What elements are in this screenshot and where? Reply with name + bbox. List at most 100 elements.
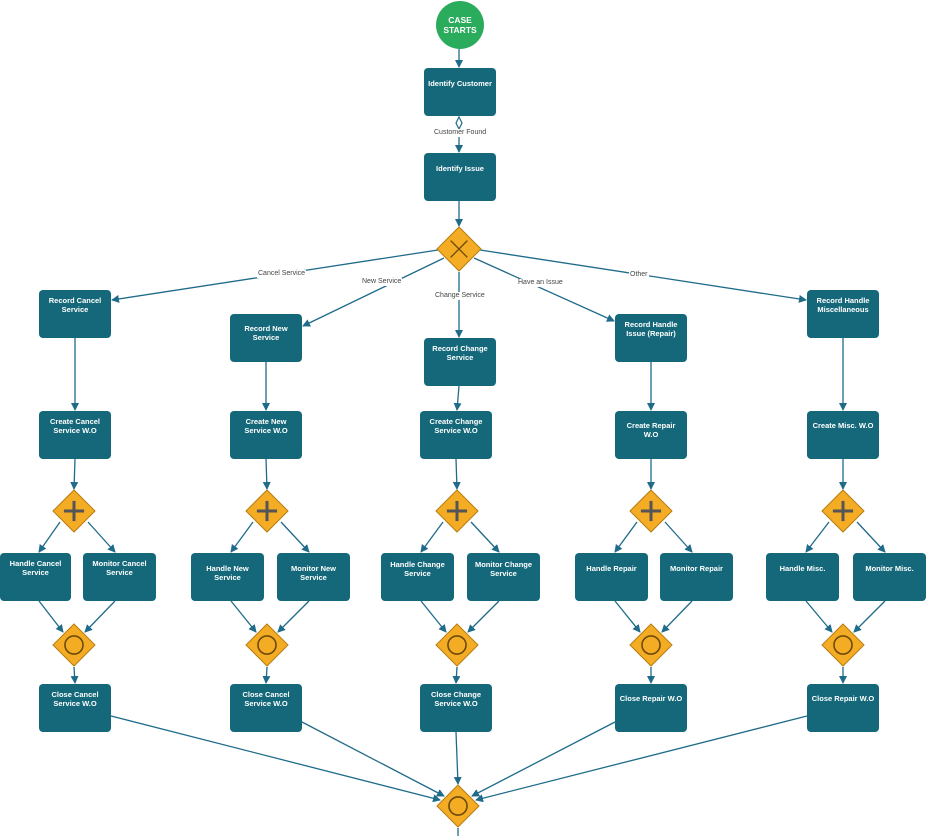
task-create-cancel-service-wo[interactable]: Create Cancel Service W.O (39, 411, 111, 459)
inclusive-join-misc[interactable] (821, 623, 865, 667)
edge-close-misc-to-final[interactable] (475, 715, 808, 803)
edge-handle-to-join-change[interactable] (420, 600, 447, 633)
task-label: Monitor Cancel Service (92, 559, 147, 577)
edge-monitor-to-join-repair[interactable] (661, 600, 693, 633)
task-close-misc-wo[interactable]: Close Repair W.O (807, 684, 879, 732)
edge-fork-to-monitor-misc[interactable] (856, 521, 886, 553)
task-label: Create Change Service W.O (429, 417, 483, 435)
task-label: Identify Issue (436, 164, 484, 173)
task-close-repair-wo[interactable]: Close Repair W.O (615, 684, 687, 732)
circle-gateway-icon (257, 635, 277, 655)
parallel-fork-new[interactable] (245, 489, 289, 533)
task-close-change-service-wo[interactable]: Close Change Service W.O (420, 684, 492, 732)
inclusive-join-cancel[interactable] (52, 623, 96, 667)
case-start-event[interactable]: CASE STARTS (436, 1, 484, 49)
task-record-handle-misc[interactable]: Record Handle Miscellaneous (807, 290, 879, 338)
edge-join-to-close-cancel[interactable] (70, 666, 79, 684)
edge-fork-to-handle-misc[interactable] (805, 521, 830, 553)
task-label: Handle Misc. (779, 564, 826, 573)
edge-fork-to-monitor-repair[interactable] (664, 521, 693, 553)
plus-gateway-icon (63, 500, 85, 522)
task-identify-customer[interactable]: Identify Customer (424, 68, 496, 116)
inclusive-join-final[interactable] (436, 784, 480, 828)
task-handle-cancel-service[interactable]: Handle Cancel Service (0, 553, 71, 601)
edge-monitor-to-join-change[interactable] (467, 600, 500, 633)
plus-gateway-icon (446, 500, 468, 522)
task-monitor-cancel-service[interactable]: Monitor Cancel Service (83, 553, 156, 601)
edge-join-to-close-new[interactable] (262, 666, 271, 684)
task-handle-misc[interactable]: Handle Misc. (766, 553, 839, 601)
plus-gateway-icon (256, 500, 278, 522)
edge-fork-to-handle-new[interactable] (230, 521, 254, 553)
task-label: Record Handle Issue (Repair) (624, 320, 678, 338)
exclusive-gateway-issue-type[interactable] (436, 226, 482, 272)
edge-create-cancel-to-fork[interactable] (70, 458, 79, 490)
task-record-new-service[interactable]: Record New Service (230, 314, 302, 362)
edge-gateway-to-record-repair[interactable] (473, 257, 615, 322)
task-monitor-new-service[interactable]: Monitor New Service (277, 553, 350, 601)
task-monitor-change-service[interactable]: Monitor Change Service (467, 553, 540, 601)
task-create-repair-wo[interactable]: Create Repair W.O (615, 411, 687, 459)
edge-monitor-to-join-new[interactable] (277, 600, 310, 633)
task-label: Create Repair W.O (626, 421, 676, 439)
task-close-cancel-service-wo[interactable]: Close Cancel Service W.O (39, 684, 111, 732)
task-create-change-service-wo[interactable]: Create Change Service W.O (420, 411, 492, 459)
circle-gateway-icon (448, 796, 468, 816)
parallel-fork-repair[interactable] (629, 489, 673, 533)
inclusive-join-new[interactable] (245, 623, 289, 667)
edge-fork-to-monitor-new[interactable] (280, 521, 310, 553)
edge-monitor-to-join-misc[interactable] (853, 600, 886, 633)
edge-label-change-service: Change Service (434, 292, 486, 300)
task-label: Record Change Service (432, 344, 488, 362)
conditional-flow-marker (455, 115, 463, 131)
parallel-fork-misc[interactable] (821, 489, 865, 533)
edge-monitor-to-join-cancel[interactable] (84, 600, 116, 633)
edge-create-new-to-fork[interactable] (262, 458, 271, 490)
edge-handle-to-join-repair[interactable] (614, 600, 641, 633)
task-label: Monitor New Service (291, 564, 336, 582)
task-label: Handle Cancel Service (9, 559, 62, 577)
inclusive-join-change[interactable] (435, 623, 479, 667)
edge-handle-to-join-new[interactable] (230, 600, 257, 633)
edge-fork-to-monitor-change[interactable] (470, 521, 500, 553)
task-handle-change-service[interactable]: Handle Change Service (381, 553, 454, 601)
task-monitor-repair[interactable]: Monitor Repair (660, 553, 733, 601)
task-identify-issue[interactable]: Identify Issue (424, 153, 496, 201)
task-label: Close Change Service W.O (430, 690, 481, 708)
edge-fork-to-handle-change[interactable] (420, 521, 444, 553)
edge-handle-to-join-cancel[interactable] (38, 600, 64, 633)
edge-fork-to-monitor-cancel[interactable] (87, 521, 116, 553)
edge-fork-to-handle-cancel[interactable] (38, 521, 61, 553)
task-label: Handle Repair (586, 564, 637, 573)
edge-label-customer-found: Customer Found (433, 129, 488, 137)
edge-close-repair-to-final[interactable] (471, 721, 616, 797)
edge-create-change-to-fork[interactable] (452, 458, 461, 490)
edge-gateway-to-record-new[interactable] (302, 257, 445, 327)
inclusive-join-repair[interactable] (629, 623, 673, 667)
task-label: Record Cancel Service (48, 296, 102, 314)
edge-label-cancel-service: Cancel Service (257, 270, 307, 278)
task-handle-repair[interactable]: Handle Repair (575, 553, 648, 601)
task-label: Monitor Misc. (865, 564, 914, 573)
parallel-fork-change[interactable] (435, 489, 479, 533)
task-handle-new-service[interactable]: Handle New Service (191, 553, 264, 601)
task-monitor-misc[interactable]: Monitor Misc. (853, 553, 926, 601)
plus-gateway-icon (832, 500, 854, 522)
edge-record-change-to-create[interactable] (453, 385, 462, 411)
parallel-fork-cancel[interactable] (52, 489, 96, 533)
edge-handle-to-join-misc[interactable] (805, 600, 833, 633)
edge-fork-to-handle-repair[interactable] (614, 521, 638, 553)
task-label: Identify Customer (428, 79, 492, 88)
task-create-new-service-wo[interactable]: Create New Service W.O (230, 411, 302, 459)
edge-close-change-to-final[interactable] (453, 731, 462, 785)
edge-close-cancel-to-final[interactable] (110, 715, 441, 803)
task-record-handle-issue[interactable]: Record Handle Issue (Repair) (615, 314, 687, 362)
task-record-change-service[interactable]: Record Change Service (424, 338, 496, 386)
task-close-new-service-wo[interactable]: Close Cancel Service W.O (230, 684, 302, 732)
task-label: Handle Change Service (390, 560, 445, 578)
edge-close-new-to-final[interactable] (301, 721, 445, 797)
edge-join-to-close-change[interactable] (452, 666, 461, 684)
x-gateway-icon (450, 240, 468, 258)
task-create-misc-wo[interactable]: Create Misc. W.O (807, 411, 879, 459)
task-record-cancel-service[interactable]: Record Cancel Service (39, 290, 111, 338)
